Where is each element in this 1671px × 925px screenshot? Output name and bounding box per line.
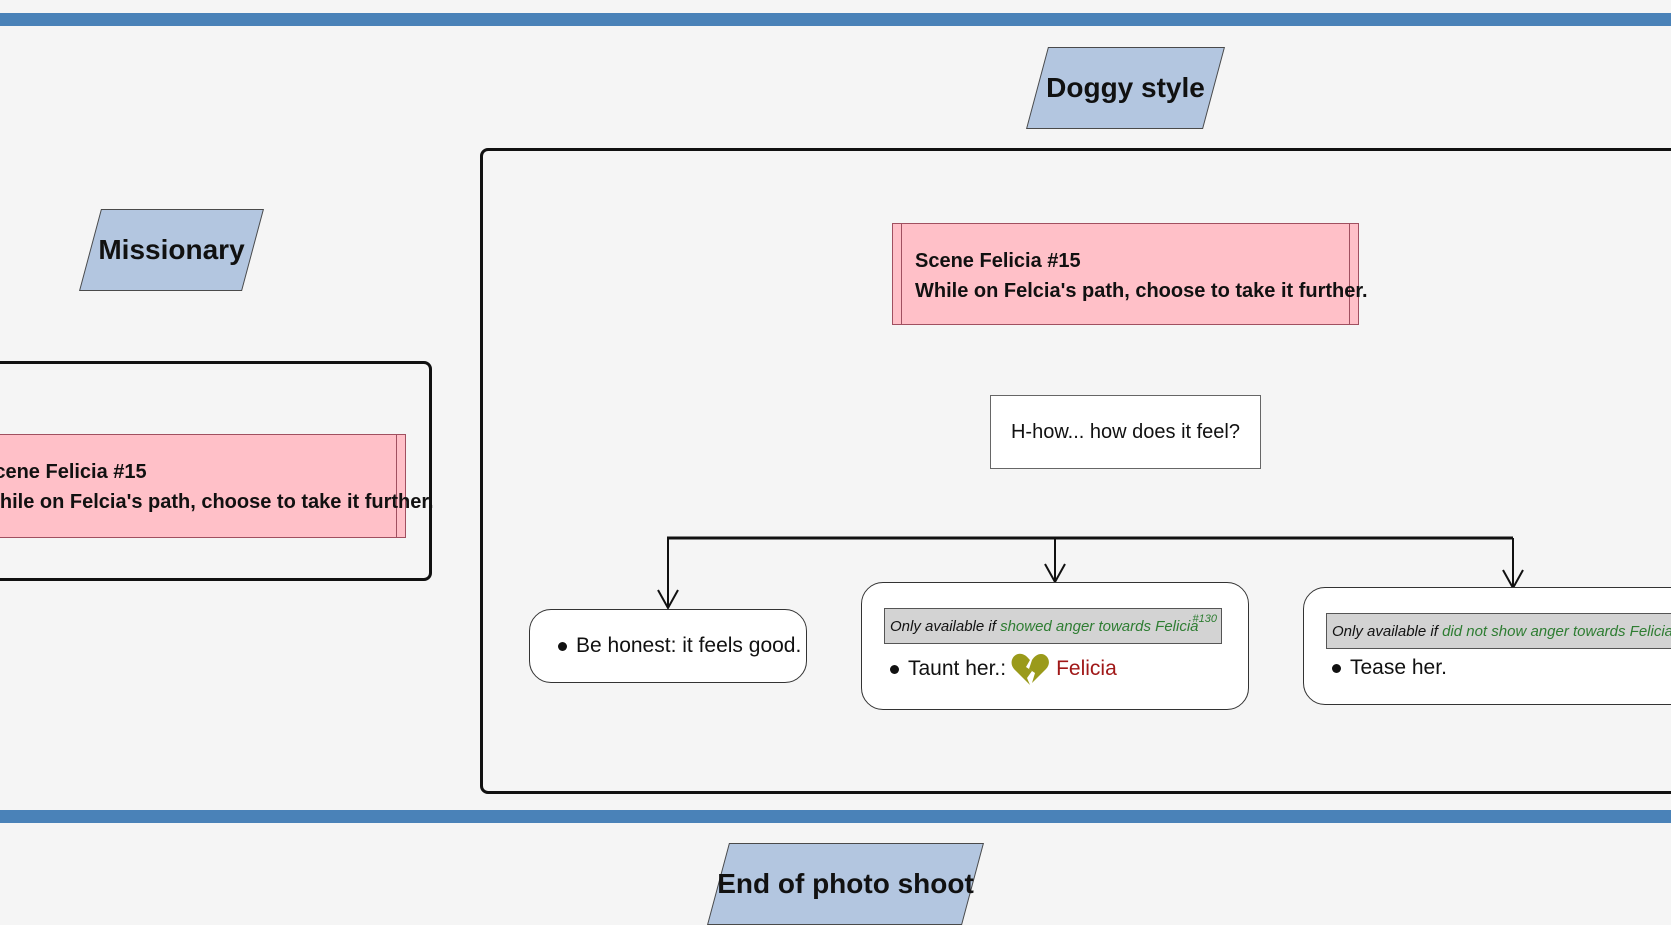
missionary-scene-box: Scene Felicia #15 While on Felcia's path… — [0, 434, 434, 538]
condition-text: did not show anger towards Felicia — [1442, 623, 1671, 640]
bullet-icon — [558, 641, 567, 651]
bullet-icon — [1332, 663, 1341, 673]
doggy-scene-box: Scene Felicia #15 While on Felcia's path… — [892, 223, 1368, 325]
missionary-label: Missionary — [90, 209, 253, 291]
doggy-style-frame — [480, 148, 1671, 794]
section-divider-middle — [0, 810, 1671, 823]
doggy-style-label: Doggy style — [1037, 47, 1214, 129]
doggy-scene-title: Scene Felicia #15 — [915, 250, 1081, 272]
condition-ref: #130 — [1192, 613, 1217, 625]
choice-taunt-her[interactable]: Only available if showed anger towards F… — [861, 582, 1249, 710]
doggy-scene-desc: While on Felcia's path, choose to take i… — [915, 280, 1368, 302]
choice-1-text: Be honest: it feels good. — [576, 634, 802, 657]
condition-text: showed anger towards Felicia — [1000, 618, 1199, 635]
missionary-frame — [0, 361, 432, 581]
condition-tag-no-anger: Only available if did not show anger tow… — [1326, 613, 1671, 649]
broken-heart-icon — [1011, 653, 1050, 685]
end-of-photo-shoot-label: End of photo shoot — [717, 843, 974, 925]
choice-2-text: Taunt her.: — [908, 657, 1007, 680]
condition-tag-anger: Only available if showed anger towards F… — [884, 608, 1222, 644]
missionary-scene-desc: While on Felcia's path, choose to take i… — [0, 491, 434, 513]
branch-connectors — [657, 536, 1524, 611]
dialogue-prompt: H-how... how does it feel? — [990, 395, 1261, 469]
section-divider-top — [0, 13, 1671, 26]
effect-target: Felicia — [1056, 657, 1117, 680]
bullet-icon — [890, 664, 899, 674]
choice-tease-her[interactable]: Only available if did not show anger tow… — [1303, 587, 1671, 705]
choice-be-honest[interactable]: Be honest: it feels good. — [529, 609, 807, 683]
missionary-scene-title: Scene Felicia #15 — [0, 461, 147, 483]
choice-3-text: Tease her. — [1350, 656, 1447, 679]
